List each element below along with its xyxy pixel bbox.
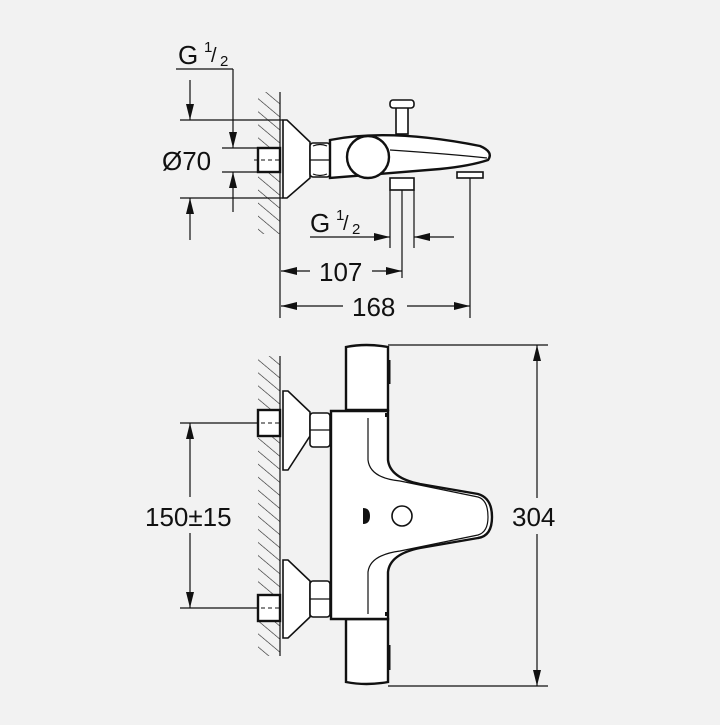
aerator bbox=[456, 171, 484, 179]
label-outlet-thread-main: G bbox=[310, 208, 330, 238]
label-inlet-thread-den: 2 bbox=[220, 53, 228, 70]
escutcheon bbox=[282, 119, 311, 199]
label-outlet-thread-slash: / bbox=[343, 213, 349, 235]
diverter-button bbox=[391, 505, 413, 527]
label-outlet-thread-den: 2 bbox=[352, 221, 360, 238]
side-view: G 1 / 2 Ø70 G 1 / 2 107 bbox=[162, 39, 491, 322]
label-inlet-thread-main: G bbox=[178, 40, 198, 70]
front-view: 150±15 304 bbox=[145, 343, 555, 687]
handle-circle bbox=[345, 134, 391, 180]
label-inlet-thread-num: 1 bbox=[204, 39, 212, 56]
label-total-width: 304 bbox=[512, 502, 555, 532]
label-total-depth: 168 bbox=[352, 292, 395, 322]
label-depth-outlet: 107 bbox=[319, 257, 362, 287]
label-inlet-spacing: 150±15 bbox=[145, 502, 232, 532]
top-cap bbox=[344, 343, 390, 412]
bottom-cap bbox=[344, 617, 390, 686]
diverter-knob bbox=[389, 99, 415, 109]
outlet-nipple bbox=[389, 177, 415, 191]
diverter-stem bbox=[395, 105, 409, 135]
escutcheon-upper bbox=[282, 390, 311, 471]
label-inlet-thread-slash: / bbox=[211, 45, 217, 67]
temp-mark bbox=[363, 508, 370, 524]
escutcheon-lower bbox=[282, 559, 311, 639]
label-diameter: Ø70 bbox=[162, 146, 211, 176]
label-outlet-thread-num: 1 bbox=[336, 207, 344, 224]
